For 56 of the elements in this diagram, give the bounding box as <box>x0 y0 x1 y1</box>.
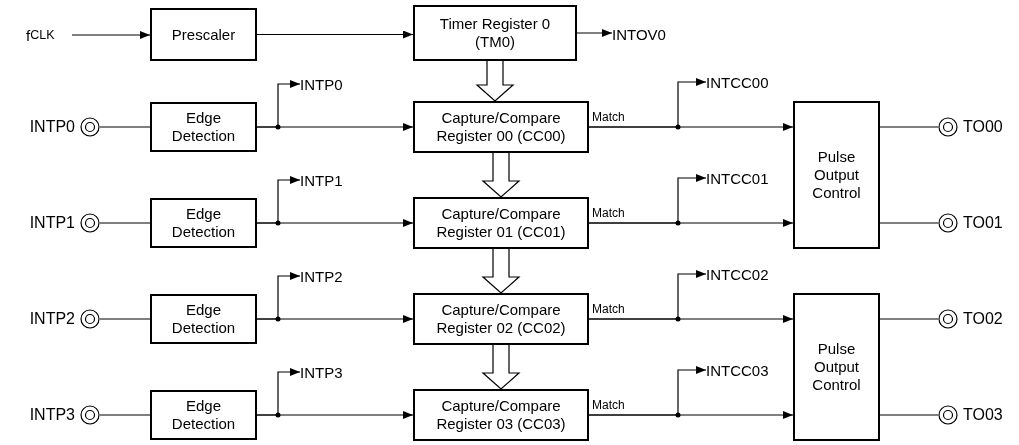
signal-label: INTOV0 <box>612 23 688 45</box>
block-box: Capture/Compare Register 03 (CC03) <box>413 389 589 441</box>
arrow <box>588 315 794 323</box>
pin-label: INTP3 <box>29 406 75 424</box>
signal-label: INTP1 <box>300 169 364 191</box>
arrow <box>256 30 414 39</box>
arrow <box>256 315 414 323</box>
pin-label: INTP1 <box>29 214 75 232</box>
pin-label: INTP2 <box>29 310 75 328</box>
connector-line <box>879 126 939 128</box>
arrow <box>256 123 414 131</box>
block-box: Timer Register 0 (TM0) <box>413 5 577 61</box>
edge-label: Match <box>591 399 626 412</box>
arrow <box>256 219 414 227</box>
block-box: Edge Detection <box>150 198 257 248</box>
block-box: Pulse Output Control <box>793 101 880 249</box>
block-arrow <box>481 152 521 198</box>
connector-line <box>879 222 939 224</box>
connector-line <box>99 414 151 416</box>
arrow <box>588 123 794 131</box>
block-box: Edge Detection <box>150 102 257 152</box>
block-box: Capture/Compare Register 00 (CC00) <box>413 101 589 153</box>
block-box: Capture/Compare Register 01 (CC01) <box>413 197 589 249</box>
block-box: Pulse Output Control <box>793 293 880 441</box>
block-box: Prescaler <box>150 8 257 61</box>
connector-line <box>99 126 151 128</box>
arrow <box>256 411 414 419</box>
signal-label: INTP3 <box>300 361 364 383</box>
edge-label: Match <box>591 207 626 220</box>
signal-label: INTP2 <box>300 265 364 287</box>
arrow <box>576 29 613 37</box>
connector-line <box>99 222 151 224</box>
pin-label: TO00 <box>963 118 1003 136</box>
edge-label: Match <box>591 111 626 124</box>
arrow <box>588 411 794 419</box>
block-arrow <box>481 248 521 294</box>
arrow <box>71 31 151 39</box>
pin-label: TO01 <box>963 214 1003 232</box>
block-box: Edge Detection <box>150 390 257 440</box>
arrow <box>588 219 794 227</box>
block-arrow <box>475 60 515 102</box>
connector-line <box>879 414 939 416</box>
signal-label: INTCC02 <box>706 263 786 285</box>
signal-label: INTCC01 <box>706 167 786 189</box>
edge-label: Match <box>591 303 626 316</box>
pin-label: INTP0 <box>29 118 75 136</box>
block-box: Edge Detection <box>150 294 257 344</box>
pin-label: TO02 <box>963 310 1003 328</box>
signal-label: INTCC00 <box>706 71 786 93</box>
pin-label: TO03 <box>963 406 1003 424</box>
signal-label: INTP0 <box>300 73 364 95</box>
block-arrow <box>481 344 521 390</box>
connector-line <box>99 318 151 320</box>
block-box: Capture/Compare Register 02 (CC02) <box>413 293 589 345</box>
signal-label: INTCC03 <box>706 359 786 381</box>
connector-line <box>879 318 939 320</box>
